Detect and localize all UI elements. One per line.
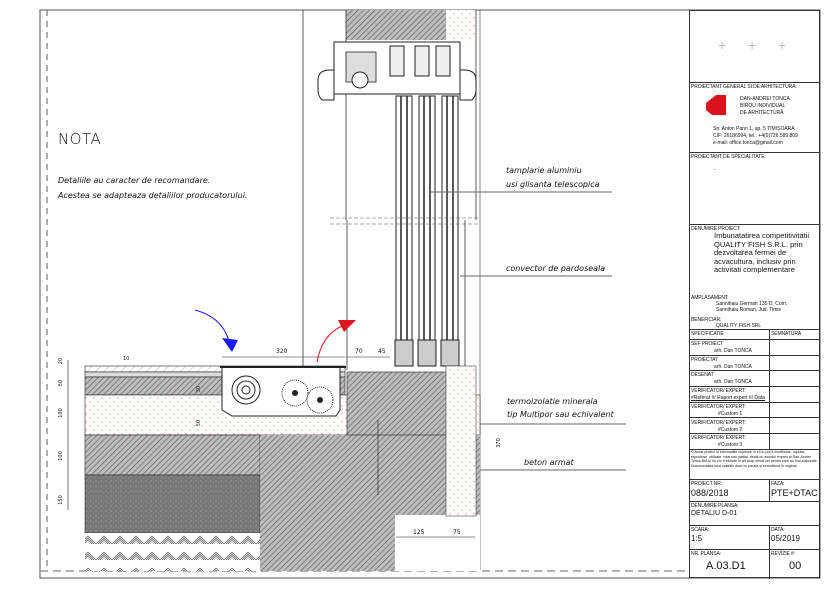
label-termoizolatie-2: tip Multipor sau echivalent [507,410,614,419]
dim-50b: 50 [196,419,203,427]
dim-370: 370 [495,438,502,448]
row-proiectat: PROIECTAT arh. Dan TONCA [690,356,819,372]
dim-30: 30 [196,385,203,393]
dim-100b: 100 [57,451,64,461]
row-verificator-4: VERIFICATOR/ EXPERT: #Custom 3 [690,434,819,450]
label-tamplarie-1: tamplarie aluminiu [506,166,582,175]
dim-50a: 50 [58,379,65,387]
slab-layer [84,434,261,476]
dim-150: 150 [57,495,64,505]
sheet-name: DENUMIRE PLANSA: DETALIU D-01 [690,502,819,526]
door-leaves [330,95,480,367]
concrete-layer [84,474,261,534]
note-title: NOTA [58,130,102,148]
label-tamplarie-2: usi glisanta telescopica [506,180,600,189]
note-line-2: Acestea se adapteaza detaliilor producat… [58,191,248,200]
dim-10: 10 [123,356,130,362]
row-desenat: DESENAT arh. Dan TONCA [690,371,819,388]
row-verificator-2: VERIFICATOR/ EXPERT: #Custom 1 [690,403,819,419]
insulation-top [446,10,476,40]
dim-320: 320 [276,348,288,355]
copyright-notice: © Acest proiect și informațiile cuprinse… [690,449,819,480]
dim-75: 75 [453,529,461,536]
row-verificator-3: VERIFICATOR/ EXPERT: #Custom 2 [690,419,819,435]
soil [85,533,260,571]
project-nr-phase: PROIECT NR.: 088/2018 FAZA: PTE+DTAC [690,480,819,502]
general-designer: PROIECTANT GENERAL SI DE ARHITECTURA: DA… [690,83,819,153]
stamp-area: + + + [690,11,819,83]
label-termoizolatie-1: termoizolatie minerala [507,397,598,406]
row-sef-proiect: SEF PROIECT arh. Dan TONCA [690,340,819,356]
dim-45: 45 [378,348,386,355]
specialty-designer: PROIECTANT DE SPECIALITATE: - [690,153,819,225]
note-line-1: Detaliile au caracter de recomandare. [58,176,211,185]
dim-100a: 100 [57,408,64,418]
dim-20: 20 [58,357,65,365]
sliding-door-head [317,41,477,101]
title-block: + + + PROIECTANT GENERAL SI DE ARHITECTU… [689,10,820,579]
label-beton: beton armat [524,458,574,467]
project-name: Imbunatatirea competitivitatii QUALITY F… [714,231,810,274]
project-info: DENUMIRE PROIECT: Imbunatatirea competit… [690,225,819,329]
floor-convector [220,366,346,417]
signature-table: SPECIFICATIE SEMNATURA SEF PROIECT arh. … [690,329,819,450]
firm-logo [706,95,726,115]
sheet-nr-revision: NR. PLANSA: A.03.D1 REVIZIE #: 00 [690,550,819,579]
dim-125: 125 [413,529,425,536]
label-convector: convector de pardoseala [506,264,606,273]
warm-air-arrow [316,325,343,363]
dim-70: 70 [355,348,363,355]
sheet-number: A.03.D1 [706,560,746,572]
wall-hatch-top [346,10,446,40]
revision-number: 00 [789,560,802,572]
row-verificator-1: VERIFICATOR/ EXPERT: #Referat #/ Raport … [690,387,819,403]
scale-date: SCARA: 1:5 DATA: 05/2019 [690,526,819,550]
